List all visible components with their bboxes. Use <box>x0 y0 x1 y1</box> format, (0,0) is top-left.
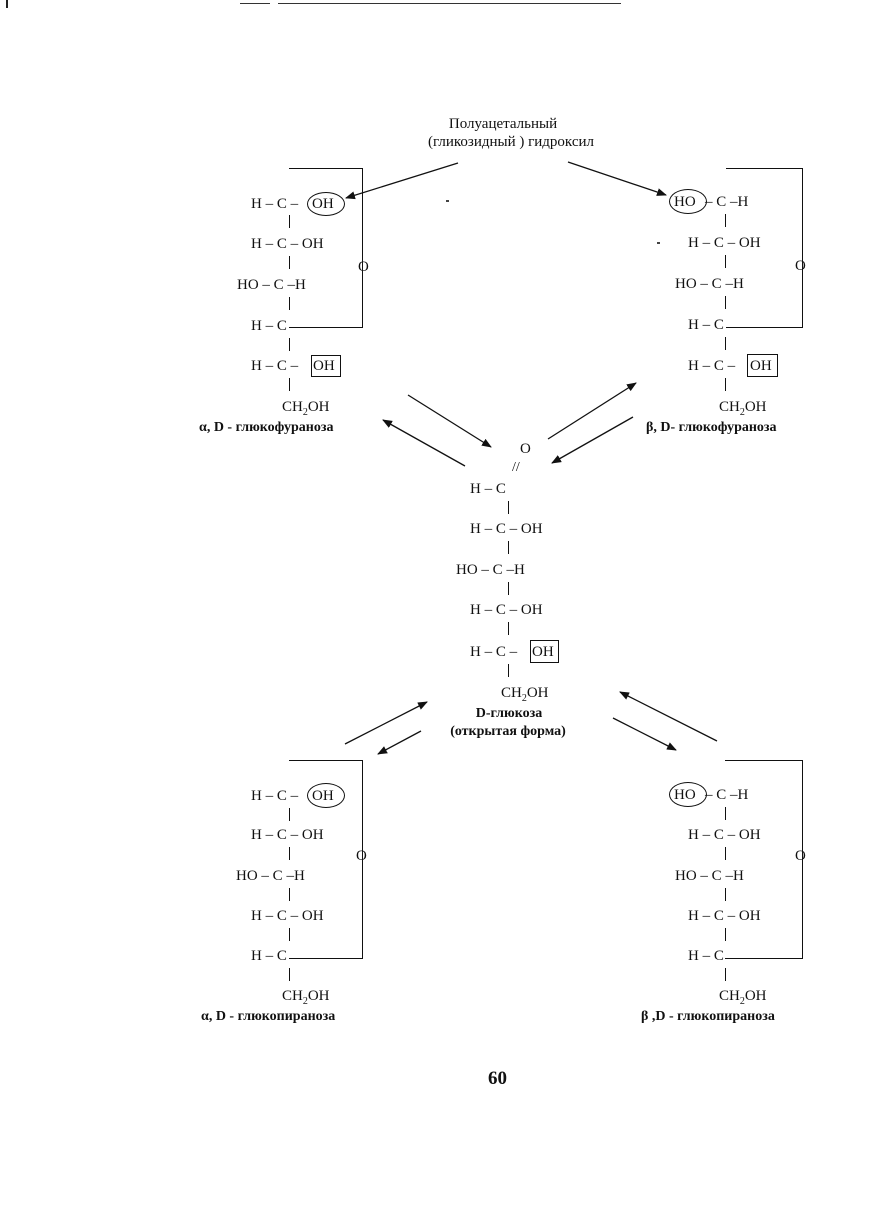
hemiacetal-caption-line1: Полуацетальный <box>448 116 558 132</box>
pointer-arrow-beta-ho <box>567 161 667 196</box>
beta-pyranose-label: β ,D - глюкопираноза <box>641 1009 775 1024</box>
arrow-beta-pyranose-to-open <box>619 691 718 742</box>
row1: – C –H <box>705 194 749 210</box>
row3: HO – C –H <box>675 276 744 292</box>
alpha-pyranose-label: α, D - глюкопираноза <box>201 1009 336 1024</box>
row2: H – C – OH <box>251 827 324 843</box>
pyranose-ring-bracket <box>289 760 363 959</box>
open-chain-label-line1: D-глюкоза <box>475 706 543 721</box>
row4: H – C <box>251 318 287 334</box>
furanose-ring-bracket <box>726 168 803 328</box>
arrow-open-to-alpha-furanose <box>382 419 466 467</box>
ch2oh: CH2OH <box>719 399 767 418</box>
anomeric-ho: HO <box>674 194 696 210</box>
arrow-open-to-beta-pyranose <box>612 717 677 751</box>
anomeric-ho-circle <box>669 189 707 214</box>
row2: H – C – OH <box>688 235 761 251</box>
c5-oh-box <box>311 355 341 377</box>
row5: H – C – <box>688 358 736 374</box>
arrow-alpha-furanose-to-open <box>407 394 492 448</box>
ch2oh: CH2OH <box>282 988 330 1007</box>
arrow-beta-furanose-to-open <box>551 416 634 464</box>
anomeric-ho: HO <box>674 787 696 803</box>
pointer-arrow-alpha-oh <box>345 162 459 200</box>
header-rule <box>278 3 621 4</box>
row3: HO – C –H <box>456 562 525 578</box>
c5-oh-box <box>530 640 559 663</box>
row2: H – C – OH <box>251 236 324 252</box>
c5-oh: OH <box>313 358 335 374</box>
row4: H – C – OH <box>470 602 543 618</box>
anomeric-oh-circle <box>307 783 345 808</box>
c5-oh: OH <box>750 358 772 374</box>
row2: H – C – OH <box>470 521 543 537</box>
anomeric-oh: OH <box>312 788 334 804</box>
double-bond: // <box>512 460 520 475</box>
pyranose-ring-bracket <box>725 760 803 959</box>
row5: H – C <box>251 948 287 964</box>
anomeric-ho-circle <box>669 782 707 807</box>
anomeric-oh: OH <box>312 196 334 212</box>
row4: H – C – OH <box>688 908 761 924</box>
c5-oh: OH <box>532 644 554 660</box>
arrow-alpha-pyranose-to-open <box>344 701 428 745</box>
alpha-furanose-label: α, D - глюкофураноза <box>199 420 334 435</box>
c5-oh-box <box>747 354 778 377</box>
arrow-open-to-alpha-pyranose <box>377 730 422 755</box>
ring-oxygen: O <box>795 848 806 864</box>
ring-oxygen: O <box>356 848 367 864</box>
row5: H – C – <box>470 644 518 660</box>
ch2oh: CH2OH <box>501 685 549 704</box>
row5: H – C <box>688 948 724 964</box>
ch2oh: CH2OH <box>282 399 330 418</box>
row3: HO – C –H <box>236 868 305 884</box>
row5: H – C – <box>251 358 299 374</box>
row4: H – C <box>688 317 724 333</box>
ring-oxygen: O <box>358 259 369 275</box>
row1: – C –H <box>705 787 749 803</box>
scan-mark <box>6 0 8 8</box>
ch2oh: CH2OH <box>719 988 767 1007</box>
beta-furanose-label: β, D- глюкофураноза <box>646 420 777 435</box>
header-rule-short <box>240 3 270 4</box>
arrow-open-to-beta-furanose <box>547 382 637 440</box>
hemiacetal-caption-line2: (гликозидный ) гидроксил <box>427 134 595 150</box>
row1: H – C – <box>251 788 299 804</box>
row1: H – C <box>470 481 506 497</box>
aldehyde-oxygen: O <box>520 441 531 457</box>
row3: HO – C –H <box>675 868 744 884</box>
anomeric-oh-circle <box>307 192 345 216</box>
furanose-ring-bracket <box>289 168 363 328</box>
ring-oxygen: O <box>795 258 806 274</box>
page-number: 60 <box>488 1068 507 1089</box>
row3: HO – C –H <box>237 277 306 293</box>
open-chain-label-line2: (открытая форма) <box>450 724 566 739</box>
row1-h: H – C – <box>251 196 299 212</box>
row4: H – C – OH <box>251 908 324 924</box>
row2: H – C – OH <box>688 827 761 843</box>
